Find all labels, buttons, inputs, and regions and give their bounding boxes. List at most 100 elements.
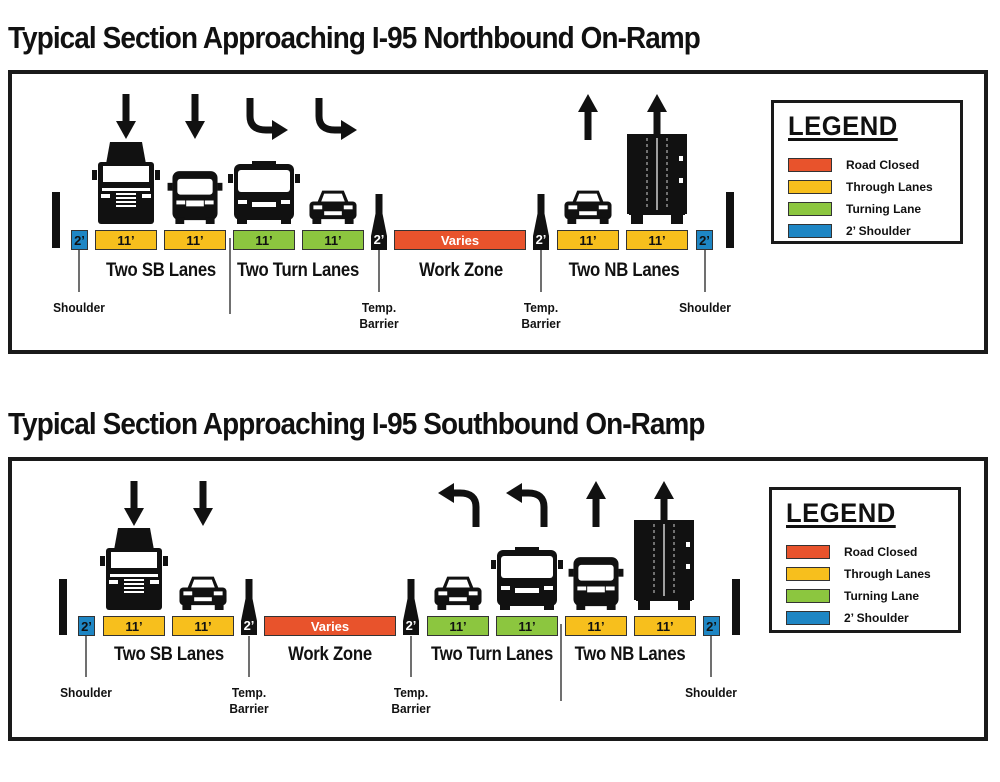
- box-truck-rear-icon: [627, 134, 687, 224]
- turn-left-arrow-icon: [506, 483, 548, 527]
- section-2-title: Typical Section Approaching I-95 Southbo…: [8, 406, 705, 441]
- van-front-icon: [568, 557, 624, 610]
- legend-swatch: [786, 545, 830, 559]
- lane-sb-1: 11’: [95, 230, 157, 250]
- turn-right-arrow-icon: [315, 98, 357, 140]
- lane-work-zone: Varies: [394, 230, 526, 250]
- legend-label: Road Closed: [844, 545, 918, 559]
- legend-item-shoulder: 2’ Shoulder: [788, 223, 911, 239]
- up-arrow-icon: [578, 94, 598, 140]
- lane-work-zone: Varies: [264, 616, 396, 636]
- legend-label: Through Lanes: [846, 180, 933, 194]
- up-arrow-icon: [647, 94, 667, 140]
- legend-label: 2’ Shoulder: [844, 611, 909, 625]
- legend-swatch: [786, 589, 830, 603]
- legend-swatch: [788, 158, 832, 172]
- label-shoulder-left: Shoulder: [60, 685, 112, 700]
- group-label-sb: Two SB Lanes: [106, 260, 216, 281]
- lane-shoulder-right: 2’: [696, 230, 713, 250]
- lane-sb-1: 11’: [103, 616, 165, 636]
- section-1-title: Typical Section Approaching I-95 Northbo…: [8, 20, 701, 55]
- label-temp-barrier-right: Temp.Barrier: [391, 685, 431, 716]
- legend-label: Road Closed: [846, 158, 920, 172]
- legend-title: LEGEND: [788, 111, 898, 141]
- semi-truck-front-icon: [92, 142, 160, 224]
- temp-barrier-icon: [241, 579, 257, 635]
- legend-box: LEGEND Road Closed Through Lanes Turning…: [769, 487, 961, 633]
- label-temp-barrier-left: Temp.Barrier: [359, 300, 399, 331]
- group-label-turn: Two Turn Lanes: [430, 644, 554, 665]
- label-shoulder-right: Shoulder: [685, 685, 737, 700]
- lane-nb-1: 11’: [557, 230, 619, 250]
- legend-label: 2’ Shoulder: [846, 224, 911, 238]
- legend-label: Through Lanes: [844, 567, 931, 581]
- wall-icon: [59, 579, 67, 635]
- legend-item-road-closed: Road Closed: [786, 544, 917, 560]
- lane-nb-1: 11’: [565, 616, 627, 636]
- lane-turn-2: 11’: [496, 616, 558, 636]
- group-label-nb: Two NB Lanes: [574, 644, 686, 665]
- lane-shoulder-left: 2’: [78, 616, 95, 636]
- legend-item-through: Through Lanes: [786, 566, 931, 582]
- legend-swatch: [786, 611, 830, 625]
- down-arrow-icon: [116, 94, 136, 139]
- car-front-icon: [309, 190, 357, 224]
- bus-front-icon: [228, 161, 300, 224]
- section-2-panel: 2’ 11’ 11’ 2’ Varies 2’ 11’ 11’ 11’ 11’ …: [8, 457, 988, 741]
- box-truck-rear-icon: [634, 520, 694, 610]
- lane-sb-2: 11’: [172, 616, 234, 636]
- van-front-icon: [167, 171, 223, 224]
- barrier-width-label: 2’: [373, 232, 385, 247]
- group-label-nb: Two NB Lanes: [568, 260, 680, 281]
- legend-item-through: Through Lanes: [788, 179, 933, 195]
- car-front-icon: [434, 576, 482, 610]
- label-shoulder-right: Shoulder: [679, 300, 731, 315]
- group-label-turn: Two Turn Lanes: [236, 260, 360, 281]
- section-1-graphic: [52, 94, 734, 314]
- lane-turn-1: 11’: [427, 616, 489, 636]
- wall-icon: [726, 192, 734, 248]
- barrier-width-label: 2’: [405, 618, 417, 633]
- semi-truck-front-icon: [100, 528, 168, 610]
- label-temp-barrier-left: Temp.Barrier: [229, 685, 269, 716]
- car-front-icon: [564, 190, 612, 224]
- legend-item-shoulder: 2’ Shoulder: [786, 610, 909, 626]
- wall-icon: [52, 192, 60, 248]
- group-label-work-zone: Work Zone: [288, 644, 372, 665]
- section-1-panel: 2’ 11’ 11’ 11’ 11’ 2’ Varies 2’ 11’ 11’ …: [8, 70, 988, 354]
- legend-swatch: [786, 567, 830, 581]
- bus-front-icon: [491, 547, 563, 610]
- turn-left-arrow-icon: [438, 483, 480, 527]
- down-arrow-icon: [124, 481, 144, 526]
- lane-sb-2: 11’: [164, 230, 226, 250]
- lane-shoulder-right: 2’: [703, 616, 720, 636]
- group-label-sb: Two SB Lanes: [114, 644, 224, 665]
- lane-turn-2: 11’: [302, 230, 364, 250]
- lane-nb-2: 11’: [634, 616, 696, 636]
- legend-swatch: [788, 202, 832, 216]
- section-2-graphic: [59, 481, 740, 701]
- up-arrow-icon: [654, 481, 674, 527]
- legend-label: Turning Lane: [846, 202, 922, 216]
- up-arrow-icon: [586, 481, 606, 527]
- legend-item-turning: Turning Lane: [788, 201, 921, 217]
- legend-box: LEGEND Road Closed Through Lanes Turning…: [771, 100, 963, 244]
- car-front-icon: [179, 576, 227, 610]
- legend-title: LEGEND: [786, 498, 896, 528]
- down-arrow-icon: [185, 94, 205, 139]
- legend-swatch: [788, 224, 832, 238]
- label-temp-barrier-right: Temp.Barrier: [521, 300, 561, 331]
- label-shoulder-left: Shoulder: [53, 300, 105, 315]
- legend-item-road-closed: Road Closed: [788, 157, 919, 173]
- turn-right-arrow-icon: [246, 98, 288, 140]
- temp-barrier-icon: [403, 579, 419, 635]
- temp-barrier-icon: [371, 194, 387, 250]
- legend-label: Turning Lane: [844, 589, 920, 603]
- temp-barrier-icon: [533, 194, 549, 250]
- barrier-width-label: 2’: [243, 618, 255, 633]
- legend-item-turning: Turning Lane: [786, 588, 919, 604]
- group-label-work-zone: Work Zone: [419, 260, 503, 281]
- down-arrow-icon: [193, 481, 213, 526]
- lane-turn-1: 11’: [233, 230, 295, 250]
- lane-shoulder-left: 2’: [71, 230, 88, 250]
